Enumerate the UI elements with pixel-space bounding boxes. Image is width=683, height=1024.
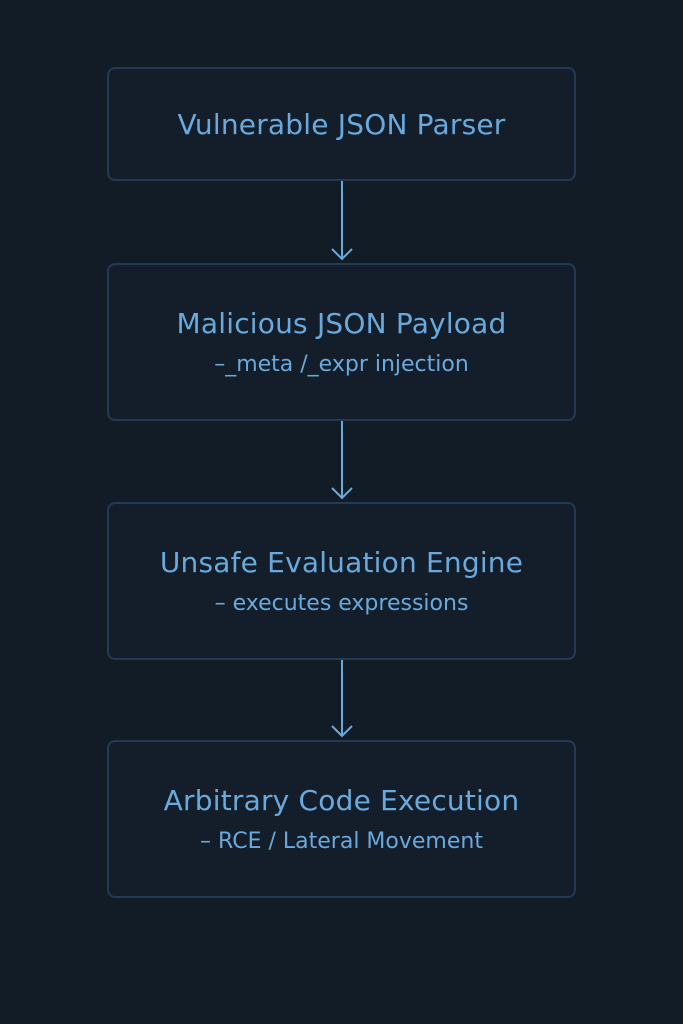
node-title: Vulnerable JSON Parser — [177, 107, 506, 141]
node-subtitle: – executes expressions — [214, 591, 469, 616]
node-unsafe-evaluation-engine: Unsafe Evaluation Engine – executes expr… — [107, 502, 576, 660]
arrow-down-icon — [331, 181, 353, 261]
node-vulnerable-json-parser: Vulnerable JSON Parser — [107, 67, 576, 181]
node-title: Unsafe Evaluation Engine — [159, 546, 524, 579]
node-subtitle: –_meta /_expr injection — [214, 352, 469, 377]
node-title: Arbitrary Code Execution — [163, 784, 520, 817]
node-subtitle: – RCE / Lateral Movement — [200, 829, 483, 854]
node-title: Malicious JSON Payload — [176, 307, 507, 340]
arrow-down-icon — [331, 421, 353, 500]
node-arbitrary-code-execution: Arbitrary Code Execution – RCE / Lateral… — [107, 740, 576, 898]
node-malicious-json-payload: Malicious JSON Payload –_meta /_expr inj… — [107, 263, 576, 421]
arrow-down-icon — [331, 660, 353, 738]
